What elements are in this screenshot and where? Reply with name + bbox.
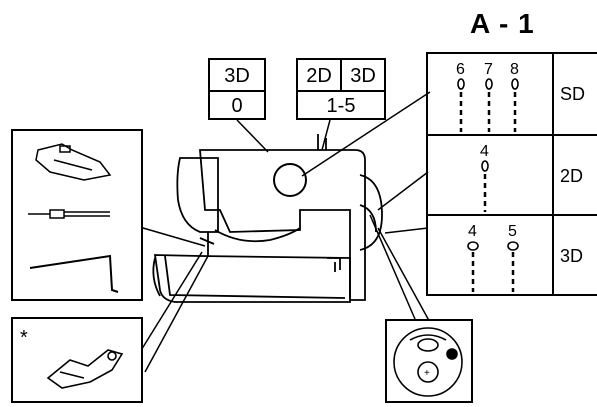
needle-positions-sd: 6 7 8 <box>428 54 552 134</box>
leader-line-table <box>302 92 430 176</box>
accessories-inset <box>12 130 142 300</box>
position-label: 5 <box>508 223 517 240</box>
needle-positions-3d: 4 5 <box>428 216 552 294</box>
needle-eye-icon <box>486 79 492 89</box>
position-label: 8 <box>510 61 519 78</box>
needle-eye-icon <box>512 79 518 89</box>
table-row-3d: 3D 4 5 <box>428 216 597 296</box>
position-label: 4 <box>468 223 477 240</box>
needle-eye-icon <box>458 79 464 89</box>
table-row-2d: 2D 4 <box>428 136 597 216</box>
buttonhole-foot-inset <box>12 318 142 402</box>
asterisk-mark: * <box>20 327 28 349</box>
needle-eye-icon <box>508 242 518 250</box>
row-label-sd: SD <box>560 84 585 105</box>
needle-eye-icon <box>468 242 478 250</box>
needle-eye-icon <box>482 161 488 171</box>
bobbin-inset <box>386 320 472 402</box>
table-row-sd: SD 6 7 8 <box>428 54 597 136</box>
needle-positions-2d: 4 <box>428 136 552 214</box>
leader-line-left-dial <box>237 120 268 152</box>
stitch-dial-icon <box>274 164 306 196</box>
sewing-machine-icon <box>153 134 382 302</box>
row-label-2d: 2D <box>560 166 583 187</box>
row-label-3d: 3D <box>560 246 583 267</box>
position-label: 4 <box>480 143 489 160</box>
svg-text:+: + <box>424 368 430 379</box>
position-label: 6 <box>456 61 465 78</box>
stitch-table: SD 6 7 8 2D 4 <box>426 52 597 296</box>
position-label: 7 <box>484 61 493 78</box>
